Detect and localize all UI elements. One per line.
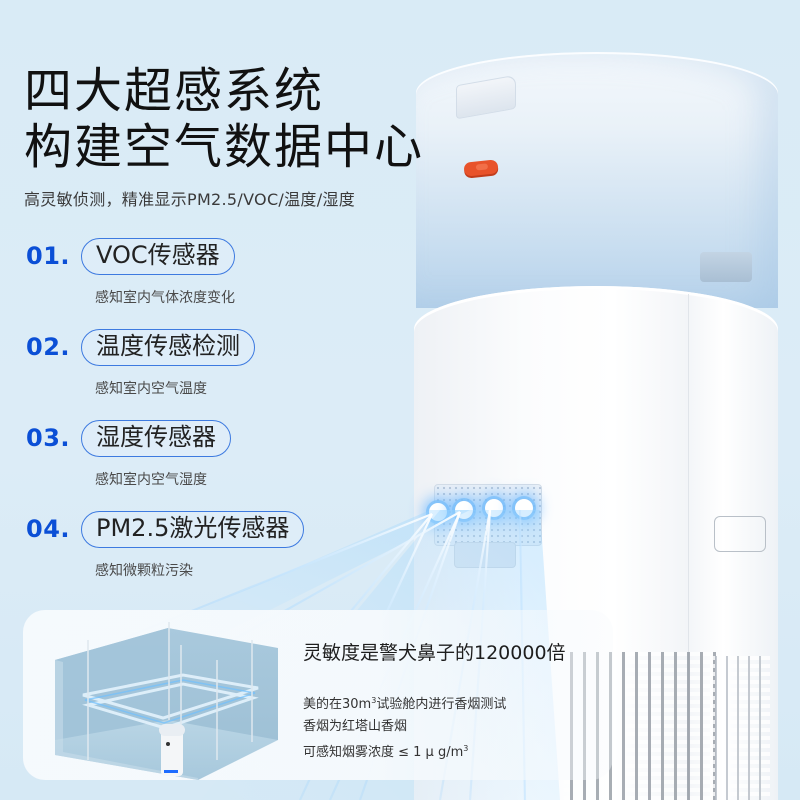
feature-description: 感知室内气体浓度变化 bbox=[95, 290, 235, 306]
air-vent-grid-side bbox=[710, 656, 770, 800]
sensor-light-icon bbox=[455, 501, 473, 519]
tank-clip bbox=[700, 252, 752, 282]
feature-description: 感知微颗粒污染 bbox=[95, 563, 193, 579]
title-line-2: 构建空气数据中心 bbox=[24, 119, 425, 175]
feature-title: VOC传感器 bbox=[81, 238, 235, 275]
sensor-light-icon bbox=[485, 499, 503, 517]
body-seam bbox=[688, 294, 689, 800]
sensor-tray bbox=[454, 542, 516, 568]
feature-number: 03. bbox=[26, 424, 71, 452]
sensor-panel bbox=[429, 484, 542, 546]
card-line-2: 香烟为红塔山香烟 bbox=[303, 719, 408, 734]
body-button-recess bbox=[714, 516, 766, 552]
tank-latch bbox=[463, 159, 499, 177]
feature-title: 温度传感检测 bbox=[81, 329, 255, 366]
card-line-1: 美的在30m3试验舱内进行香烟测试 bbox=[303, 696, 507, 712]
card-description: 美的在30m3试验舱内进行香烟测试 香烟为红塔山香烟 可感知烟雾浓度 ≤ 1 μ… bbox=[303, 690, 506, 764]
feature-description: 感知室内空气温度 bbox=[95, 381, 207, 397]
card-line-3: 可感知烟雾浓度 ≤ 1 μ g/m3 bbox=[303, 744, 469, 760]
page-title: 四大超感系统 构建空气数据中心 bbox=[24, 63, 424, 175]
feature-title: PM2.5激光传感器 bbox=[81, 511, 305, 548]
subtitle: 高灵敏侦测，精准显示PM2.5/VOC/温度/湿度 bbox=[24, 190, 356, 209]
test-info-card: 灵敏度是警犬鼻子的120000倍 美的在30m3试验舱内进行香烟测试 香烟为红塔… bbox=[23, 610, 613, 780]
feature-description: 感知室内空气湿度 bbox=[95, 472, 207, 488]
water-tank bbox=[416, 52, 778, 308]
sensor-light-icon bbox=[515, 499, 533, 517]
title-line-1: 四大超感系统 bbox=[24, 63, 325, 119]
sensor-light-icon bbox=[429, 503, 447, 521]
feature-number: 04. bbox=[26, 515, 71, 543]
card-title: 灵敏度是警犬鼻子的120000倍 bbox=[303, 642, 566, 664]
feature-number: 01. bbox=[26, 242, 71, 270]
tank-handle bbox=[456, 74, 516, 120]
test-chamber-illustration bbox=[55, 622, 278, 780]
feature-title: 湿度传感器 bbox=[81, 420, 231, 457]
feature-number: 02. bbox=[26, 333, 71, 361]
